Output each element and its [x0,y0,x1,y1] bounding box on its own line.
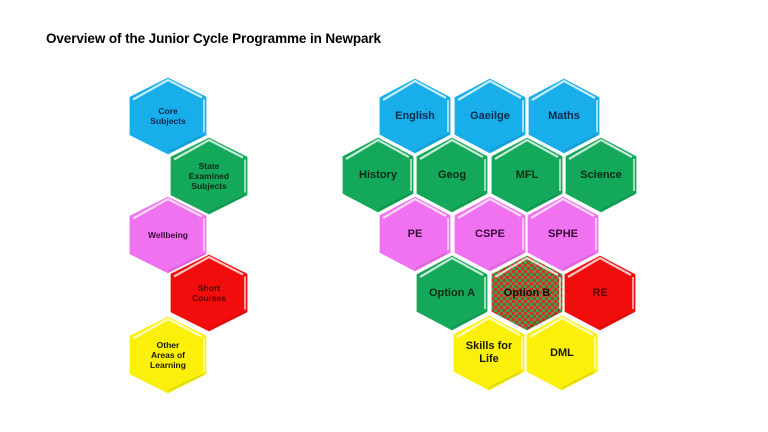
legend-hex-state-examined-subjects: State Examined Subjects [169,136,249,216]
subject-hex-cspe: CSPE [453,195,527,273]
hexagon-shape [490,136,564,214]
hexagon-shape [453,195,527,273]
subject-hex-history: History [341,136,415,214]
hexagon-label: SPHE [548,227,578,240]
hexagon-shape [490,254,564,332]
hexagon-shape [128,195,208,275]
hexagon-shape [378,195,452,273]
hexagon-shape [563,254,637,332]
hexagon-label: PE [407,227,423,240]
hexagon-shape [128,76,208,156]
hexagon-label: History [359,168,397,181]
subject-hex-sphe: SPHE [526,195,600,273]
hexagon-label: Gaeilge [470,109,510,122]
subject-hex-maths: Maths [527,77,601,155]
hexagon-label: Wellbeing [148,229,188,240]
subject-hex-gaeilge: Gaeilge [453,77,527,155]
subject-hex-geog: Geog [415,136,489,214]
hexagon-label: English [395,109,435,122]
hexagon-label: Other Areas of Learning [150,339,186,371]
legend-hex-short-courses: Short Courses [169,253,249,333]
hexagon-shape [452,314,526,392]
legend-hex-core-subjects: Core Subjects [128,76,208,156]
hexagon-label: CSPE [475,227,505,240]
hexagon-shape [453,77,527,155]
hexagon-label: RE [592,286,608,299]
hexagon-label: Core Subjects [150,105,186,126]
hexagon-label: Skills for Life [465,340,513,365]
hexagon-shape [415,136,489,214]
hexagon-shape [341,136,415,214]
hexagon-label: Maths [548,109,580,122]
subject-hex-option-a: Option A [415,254,489,332]
hexagon-label: Option A [428,286,476,299]
hexagon-shape [564,136,638,214]
subject-hex-dml: DML [525,314,599,392]
subject-hex-english: English [378,77,452,155]
subject-hex-science: Science [564,136,638,214]
hexagon-shape [378,77,452,155]
hexagon-label: DML [550,346,574,359]
page-title: Overview of the Junior Cycle Programme i… [46,31,381,46]
hexagon-label: Option B [503,286,551,299]
hexagon-label: Science [580,168,622,181]
hexagon-shape [525,314,599,392]
hexagon-shape [527,77,601,155]
hexagon-label: Geog [437,168,467,181]
subject-hex-re: RE [563,254,637,332]
legend-hex-wellbeing: Wellbeing [128,195,208,275]
hexagon-shape [128,315,208,395]
hexagon-shape [169,136,249,216]
hexagon-shape [169,253,249,333]
subject-hex-pe: PE [378,195,452,273]
hexagon-shape [526,195,600,273]
subject-hex-skills-for-life: Skills for Life [452,314,526,392]
hexagon-label: MFL [515,168,539,181]
hexagon-label: State Examined Subjects [188,160,230,192]
legend-hex-other-areas-of-learning: Other Areas of Learning [128,315,208,395]
hexagon-label: Short Courses [191,282,226,303]
hexagon-shape [415,254,489,332]
subject-hex-option-b: Option B [490,254,564,332]
subject-hex-mfl: MFL [490,136,564,214]
